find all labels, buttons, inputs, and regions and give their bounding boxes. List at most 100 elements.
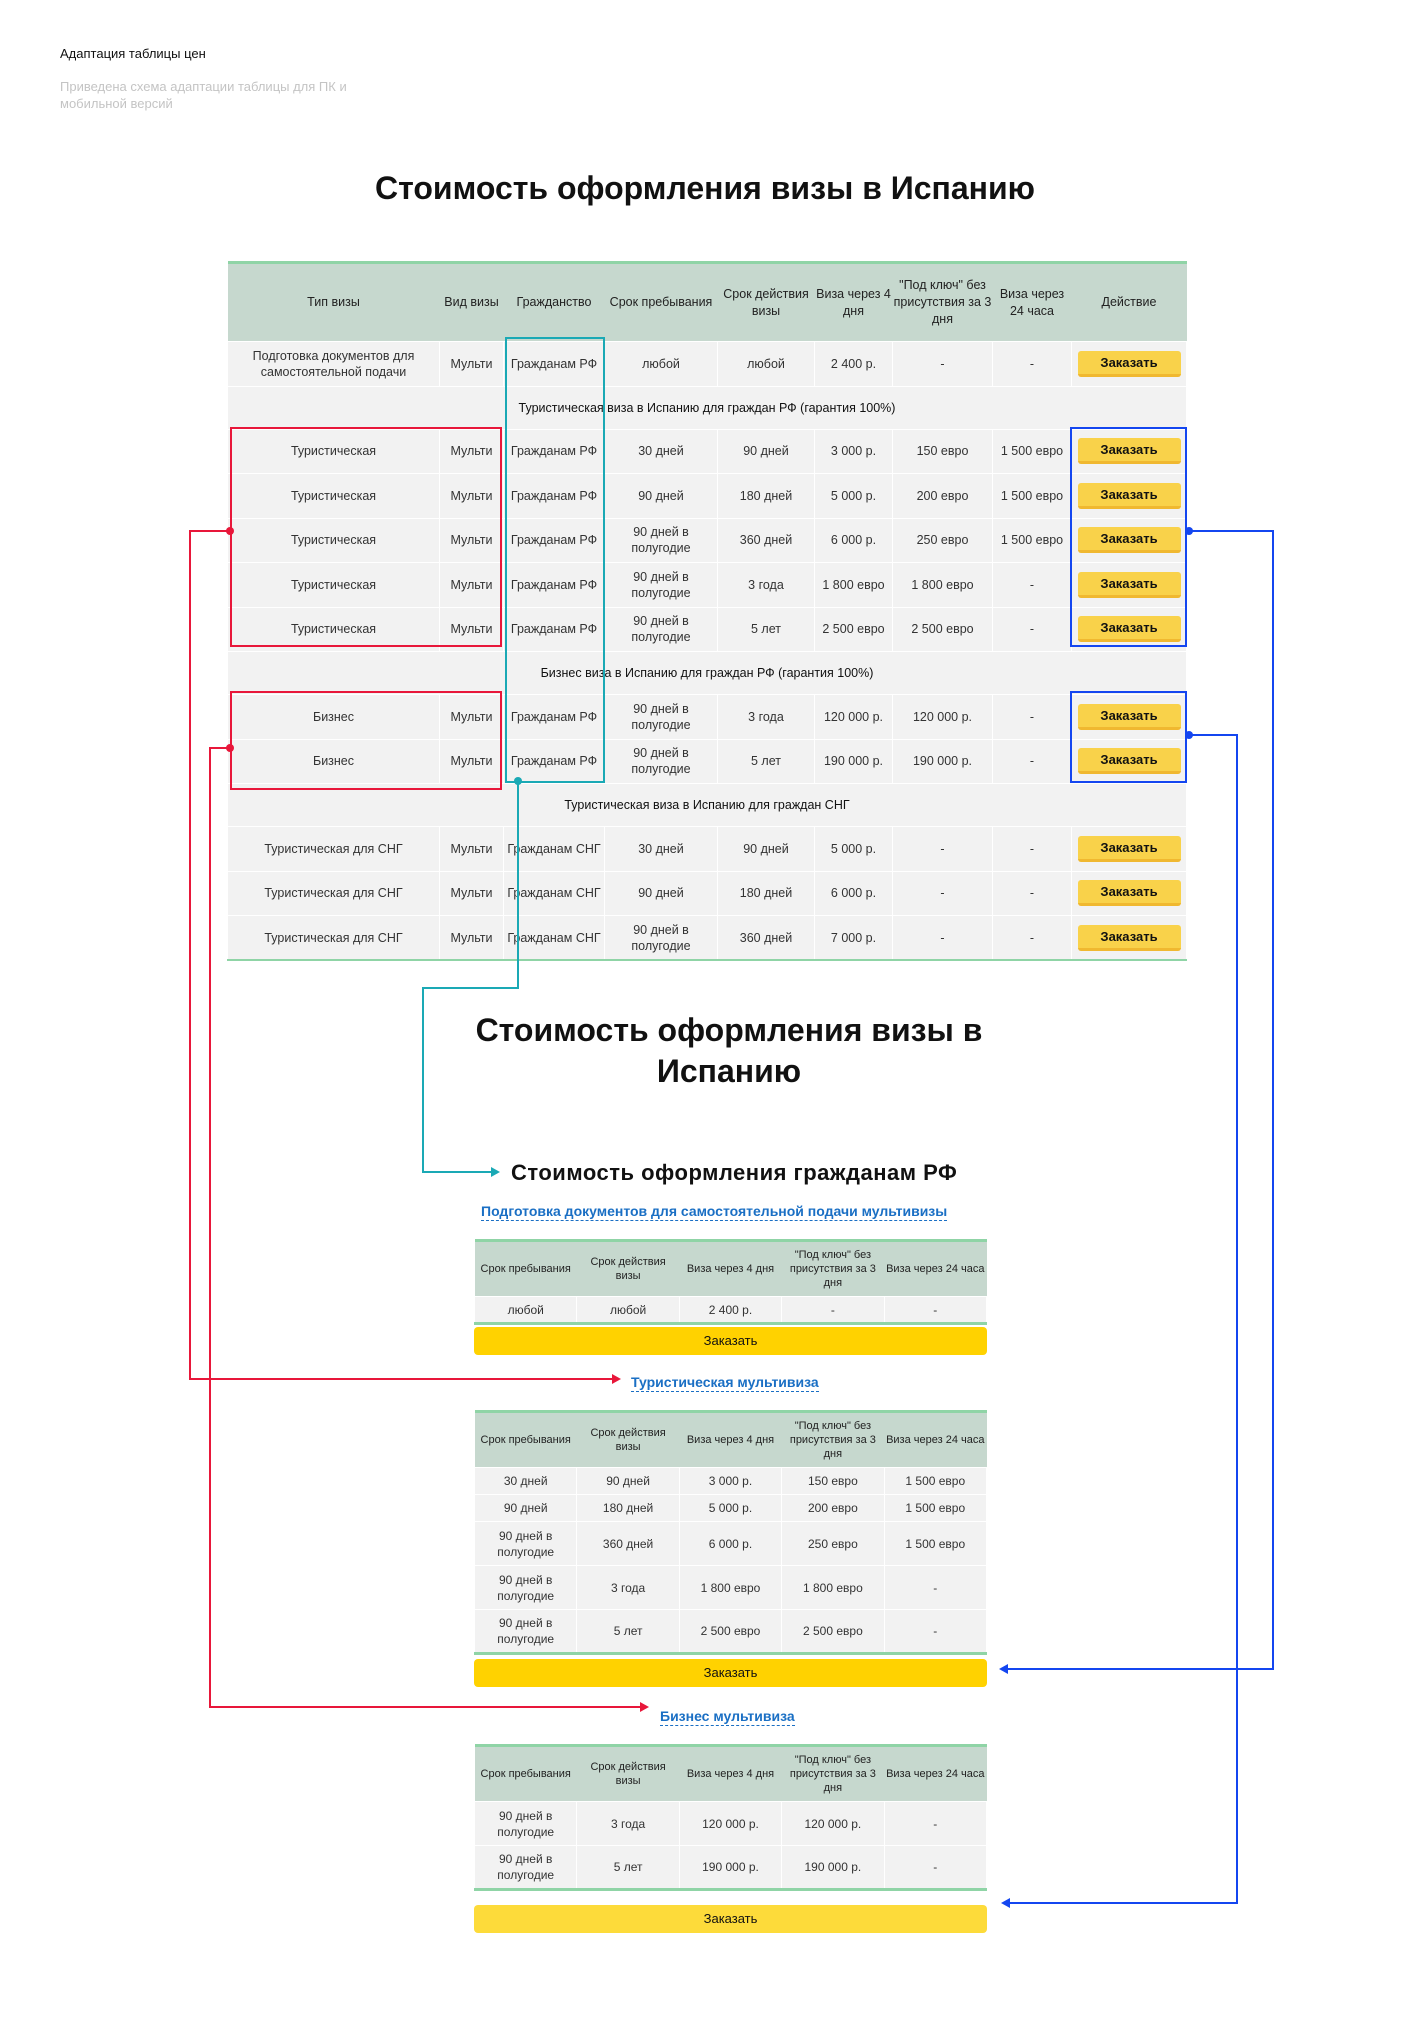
- table-cell: 3 000 р.: [814, 428, 893, 474]
- table-cell: 90 дней в полугодие: [604, 562, 718, 608]
- table-cell: Гражданам СНГ: [503, 870, 605, 916]
- table-cell: Туристическая: [227, 428, 440, 474]
- table-cell: Гражданам СНГ: [503, 915, 605, 961]
- action-cell: Заказать: [1071, 341, 1187, 387]
- table-cell: 5 000 р.: [814, 473, 893, 519]
- column-header: Срок пребывания: [474, 1410, 577, 1468]
- table-cell: 250 евро: [892, 517, 993, 563]
- table-cell: 120 000 р.: [814, 694, 893, 740]
- table-cell: любой: [717, 341, 815, 387]
- order-button[interactable]: Заказать: [1077, 482, 1181, 509]
- section-row: Туристическая виза в Испанию для граждан…: [227, 783, 1187, 827]
- table-cell: Мульти: [439, 517, 504, 563]
- table-cell: -: [883, 1845, 988, 1891]
- table-cell: 1 500 евро: [992, 473, 1072, 519]
- table-cell: Гражданам РФ: [503, 473, 605, 519]
- order-button[interactable]: Заказать: [1077, 835, 1181, 862]
- table-cell: Мульти: [439, 826, 504, 872]
- table-row: Подготовка документов для самостоятельно…: [227, 341, 1187, 387]
- table-cell: -: [992, 915, 1072, 961]
- section-row: Туристическая виза в Испанию для граждан…: [227, 385, 1187, 430]
- action-cell: Заказать: [1071, 870, 1187, 916]
- column-header: Виза через 4 дня: [679, 1410, 782, 1468]
- action-cell: Заказать: [1071, 694, 1187, 740]
- table-cell: 1 500 евро: [992, 428, 1072, 474]
- order-button[interactable]: Заказать: [1077, 527, 1181, 554]
- table-cell: 30 дней: [473, 1467, 578, 1495]
- table-cell: -: [883, 1296, 988, 1325]
- order-button[interactable]: Заказать: [1077, 748, 1181, 775]
- link-documents-multivisa[interactable]: Подготовка документов для самостоятельно…: [481, 1203, 948, 1221]
- table-cell: 30 дней: [604, 428, 718, 474]
- column-header: Срок пребывания: [474, 1744, 577, 1802]
- action-cell: Заказать: [1071, 826, 1187, 872]
- column-header: Срок действия визы: [576, 1239, 680, 1297]
- order-button-documents[interactable]: Заказать: [474, 1327, 987, 1355]
- order-button[interactable]: Заказать: [1077, 616, 1181, 643]
- column-header: Виза через 24 часа: [992, 261, 1072, 342]
- column-header: Виза через 4 дня: [679, 1744, 782, 1802]
- column-header: Срок пребывания: [604, 261, 718, 342]
- order-button-tourist[interactable]: Заказать: [474, 1659, 987, 1687]
- column-header: Виза через 24 часа: [884, 1744, 987, 1802]
- table-cell: любой: [576, 1296, 680, 1325]
- table-cell: любой: [604, 341, 718, 387]
- mobile-title: Стоимость оформления визы в Испанию: [475, 1012, 983, 1089]
- action-cell: Заказать: [1071, 517, 1187, 563]
- link-business-multivisa[interactable]: Бизнес мультивиза: [660, 1708, 795, 1726]
- table-cell: 5 лет: [717, 738, 815, 784]
- action-cell: Заказать: [1071, 562, 1187, 608]
- table-cell: 120 000 р.: [892, 694, 993, 740]
- order-button[interactable]: Заказать: [1077, 571, 1181, 598]
- table-cell: Бизнес: [227, 738, 440, 784]
- table-cell: 190 000 р.: [814, 738, 893, 784]
- table-cell: -: [892, 915, 993, 961]
- table-cell: 90 дней: [473, 1494, 578, 1522]
- column-header: Гражданство: [503, 261, 605, 342]
- table-cell: любой: [473, 1296, 578, 1325]
- table-cell: 190 000 р.: [678, 1845, 783, 1891]
- arrow-left-icon: [1001, 1898, 1010, 1908]
- table-cell: Гражданам РФ: [503, 341, 605, 387]
- column-header: Виза через 24 часа: [884, 1410, 987, 1468]
- section-title: Туристическая виза в Испанию для граждан…: [227, 385, 1187, 430]
- table-cell: 3 000 р.: [678, 1467, 783, 1495]
- table-cell: 90 дней: [604, 870, 718, 916]
- order-button[interactable]: Заказать: [1077, 703, 1181, 730]
- column-header: Виза через 4 дня: [679, 1239, 782, 1297]
- column-header: Действие: [1071, 261, 1187, 342]
- table-cell: Туристическая для СНГ: [227, 915, 440, 961]
- table-cell: 90 дней: [717, 428, 815, 474]
- section-title: Бизнес виза в Испанию для граждан РФ (га…: [227, 651, 1187, 695]
- order-button-business[interactable]: Заказать: [474, 1905, 987, 1933]
- column-header: "Под ключ" без присутствия за 3 дня: [781, 1239, 885, 1297]
- order-button[interactable]: Заказать: [1077, 924, 1181, 951]
- table-cell: 5 лет: [717, 606, 815, 652]
- section-title: Туристическая виза в Испанию для граждан…: [227, 783, 1187, 827]
- table-cell: 180 дней: [717, 473, 815, 519]
- order-button[interactable]: Заказать: [1077, 350, 1181, 377]
- order-button[interactable]: Заказать: [1077, 880, 1181, 907]
- table-cell: -: [992, 870, 1072, 916]
- table-cell: 3 года: [717, 694, 815, 740]
- table-cell: Мульти: [439, 870, 504, 916]
- table-cell: 30 дней: [604, 826, 718, 872]
- order-button[interactable]: Заказать: [1077, 438, 1181, 465]
- table-cell: Бизнес: [227, 694, 440, 740]
- column-header: Тип визы: [227, 261, 440, 342]
- table-cell: 180 дней: [717, 870, 815, 916]
- link-tourist-multivisa[interactable]: Туристическая мультивиза: [631, 1374, 819, 1392]
- table-cell: 90 дней в полугодие: [473, 1609, 578, 1655]
- arrow-right-icon: [640, 1702, 649, 1712]
- desktop-title: Стоимость оформления визы в Испанию: [375, 170, 1035, 206]
